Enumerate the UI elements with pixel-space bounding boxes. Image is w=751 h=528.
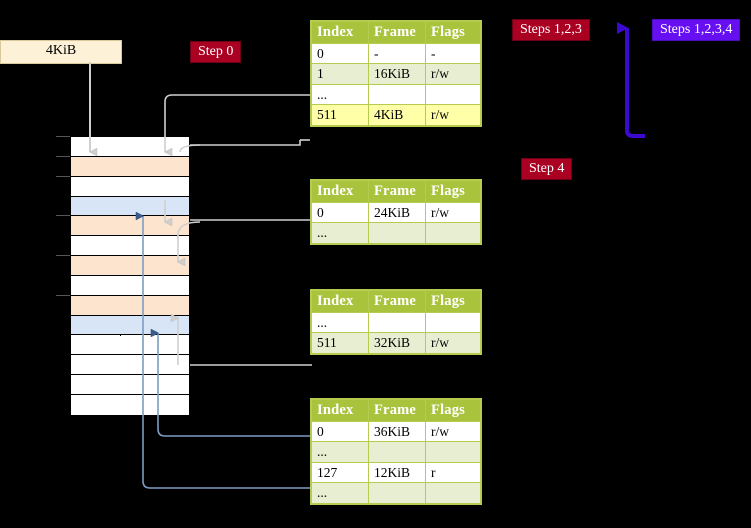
badge-step-0: Step 0 <box>190 41 242 64</box>
table-row: 0 24KiB r/w <box>311 201 481 224</box>
cell-index: ... <box>311 311 369 334</box>
column-header-index: Index <box>311 399 369 422</box>
table-row: 127 12KiB r <box>311 461 481 484</box>
table-header-row: Index Frame Flags <box>311 180 481 203</box>
cell-flags <box>425 441 481 463</box>
memory-row <box>71 236 189 257</box>
wire-memory-to-table1 <box>190 140 301 146</box>
column-header-frame: Frame <box>368 399 426 422</box>
arrow-steps-1234-bracket <box>617 22 645 138</box>
table-row: ... <box>311 482 481 504</box>
column-header-index: Index <box>311 180 369 203</box>
cell-frame: 24KiB <box>368 201 426 224</box>
cell-frame <box>368 441 426 463</box>
memory-row <box>71 335 189 356</box>
cell-index: ... <box>311 83 369 106</box>
memory-tick-mark <box>56 215 70 217</box>
page-table-level-2: Index Frame Flags 0 24KiB r/w ... <box>311 180 481 244</box>
memory-row <box>71 156 189 177</box>
table-row: 511 4KiB r/w <box>311 104 481 126</box>
memory-tick-mark <box>56 155 70 157</box>
cell-flags: r/w <box>425 104 481 126</box>
cell-index: ... <box>311 482 369 504</box>
cell-index: ... <box>311 441 369 463</box>
memory-row <box>71 275 189 296</box>
cell-flags <box>425 311 481 334</box>
cell-index: 1 <box>311 63 369 85</box>
cell-flags <box>425 482 481 504</box>
table-row: ... <box>311 311 481 334</box>
column-header-flags: Flags <box>425 180 481 203</box>
memory-row <box>71 375 189 396</box>
memory-tick-mark <box>56 136 70 137</box>
column-header-flags: Flags <box>425 290 481 313</box>
badge-steps-123: Steps 1,2,3 <box>512 19 590 42</box>
cell-flags <box>425 222 481 244</box>
column-header-flags: Flags <box>425 399 481 422</box>
page-table-level-1: Index Frame Flags 0 - - 1 16KiB r/w ... <box>311 21 481 126</box>
cell-frame: 4KiB <box>368 104 426 126</box>
cell-frame <box>368 482 426 504</box>
cell-flags: r/w <box>425 420 481 443</box>
memory-row <box>71 395 189 415</box>
cell-flags <box>425 83 481 106</box>
column-header-index: Index <box>311 21 369 44</box>
cell-frame <box>368 222 426 244</box>
cell-frame: 32KiB <box>368 332 426 354</box>
table-row: 0 36KiB r/w <box>311 420 481 443</box>
cell-frame: 12KiB <box>368 461 426 484</box>
cell-index: 127 <box>311 461 369 484</box>
column-header-index: Index <box>311 290 369 313</box>
table-header-row: Index Frame Flags <box>311 399 481 422</box>
cell-frame <box>368 83 426 106</box>
memory-row <box>71 216 189 237</box>
table-row: 0 - - <box>311 42 481 65</box>
page-table-level-3: Index Frame Flags ... 511 32KiB r/w <box>311 290 481 354</box>
physical-memory-column <box>70 136 190 415</box>
memory-row <box>71 355 189 376</box>
cell-flags: r/w <box>425 332 481 354</box>
column-header-frame: Frame <box>368 290 426 313</box>
cell-flags: r <box>425 461 481 484</box>
cell-frame: 36KiB <box>368 420 426 443</box>
table-row: 1 16KiB r/w <box>311 63 481 85</box>
memory-row <box>71 256 189 276</box>
table-row: 511 32KiB r/w <box>311 332 481 354</box>
cell-flags: r/w <box>425 201 481 224</box>
column-header-flags: Flags <box>425 21 481 44</box>
memory-row <box>71 315 189 336</box>
memory-row <box>71 176 189 197</box>
cell-flags: - <box>425 42 481 65</box>
cell-index: 0 <box>311 420 369 443</box>
table-row: ... <box>311 83 481 106</box>
memory-tick-mark <box>56 294 70 296</box>
cell-frame <box>368 311 426 334</box>
badge-steps-1234: Steps 1,2,3,4 <box>652 19 741 42</box>
cell-flags: r/w <box>425 63 481 85</box>
table-header-row: Index Frame Flags <box>311 290 481 313</box>
table-row: ... <box>311 222 481 244</box>
memory-row <box>71 295 189 316</box>
cr3-frame-label: 4KiB <box>0 40 122 64</box>
memory-tick-mark <box>56 255 70 257</box>
column-header-frame: Frame <box>368 180 426 203</box>
cell-index: 0 <box>311 42 369 65</box>
table-row: ... <box>311 441 481 463</box>
page-table-level-4: Index Frame Flags 0 36KiB r/w ... 127 12… <box>311 399 481 504</box>
badge-step-4: Step 4 <box>521 158 573 181</box>
cell-frame: 16KiB <box>368 63 426 85</box>
cell-index: 0 <box>311 201 369 224</box>
memory-row <box>71 137 189 157</box>
column-header-frame: Frame <box>368 21 426 44</box>
cell-index: 511 <box>311 104 369 126</box>
memory-row <box>71 196 189 217</box>
cell-index: ... <box>311 222 369 244</box>
memory-tick-mark <box>56 175 70 177</box>
cell-frame: - <box>368 42 426 65</box>
table-header-row: Index Frame Flags <box>311 21 481 44</box>
cell-index: 511 <box>311 332 369 354</box>
